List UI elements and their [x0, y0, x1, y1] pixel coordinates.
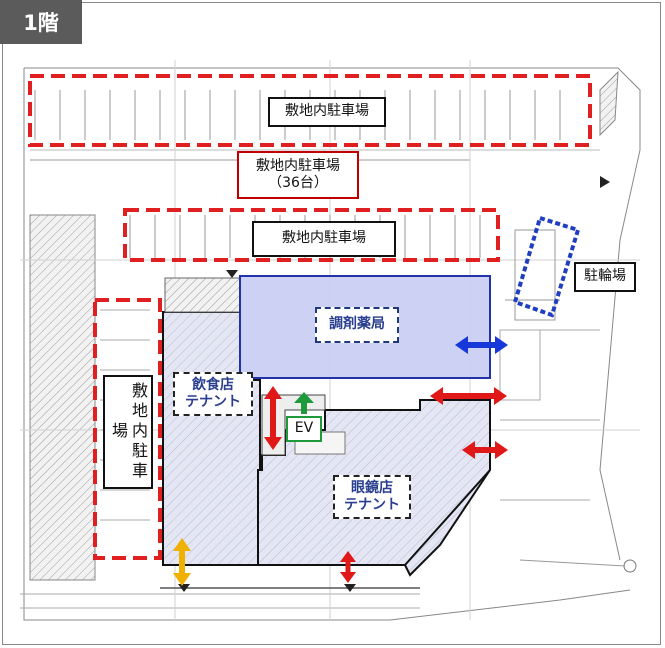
- optician-tenant-title: 眼鏡店: [351, 479, 393, 496]
- parking-inner-label: 敷地内駐車場: [252, 221, 396, 257]
- entrance-arrow-upper: [430, 387, 507, 405]
- restaurant-tenant-title: 飲食店: [192, 376, 234, 393]
- entrance-arrow-lower: [462, 441, 508, 459]
- bicycle-parking-label: 駐輪場: [574, 262, 636, 292]
- restaurant-entrance-arrow: [264, 386, 282, 450]
- parking-left-label: 敷地内駐車場: [103, 375, 153, 489]
- parking-area-left: [93, 298, 162, 560]
- staff-entrance-arrow: [173, 538, 191, 586]
- parking-area-inner: [123, 208, 500, 262]
- elevator-arrow: [294, 392, 314, 414]
- entrance-arrows: [173, 336, 508, 586]
- floor-label: 1階: [0, 0, 82, 44]
- pharmacy-label: 調剤薬局: [315, 307, 399, 343]
- rear-entrance-arrow: [340, 551, 356, 583]
- parking-top-label: 敷地内駐車場: [268, 97, 386, 127]
- restaurant-tenant-label: 飲食店 テナント: [173, 372, 253, 416]
- parking-outlines: [28, 74, 592, 560]
- parking-capacity-label: 敷地内駐車場 （36台）: [237, 151, 359, 199]
- optician-tenant-label: 眼鏡店 テナント: [333, 475, 411, 519]
- optician-tenant-subtitle: テナント: [344, 497, 400, 513]
- restaurant-tenant-subtitle: テナント: [185, 394, 241, 410]
- pharmacy-entrance-arrow: [455, 336, 508, 354]
- parking-capacity-count: （36台）: [268, 175, 328, 191]
- elevator-label: EV: [286, 416, 322, 442]
- bicycle-parking-area: [512, 215, 581, 318]
- parking-capacity-title: 敷地内駐車場: [256, 157, 340, 174]
